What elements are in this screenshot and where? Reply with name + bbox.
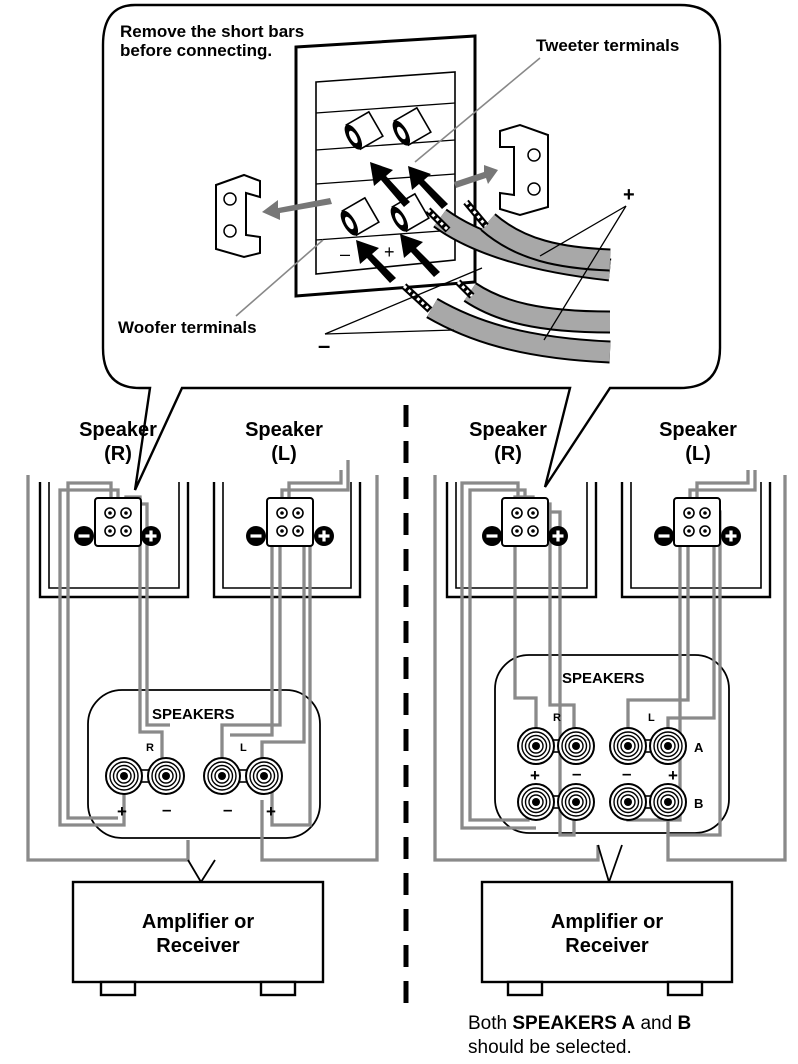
amp-terminal-la-minus	[609, 727, 647, 765]
speaker-name: Speaker	[659, 419, 737, 441]
amp-terminal-l-plus	[245, 757, 283, 795]
insert-arrows	[356, 162, 448, 283]
amp-terminal-lb-minus	[609, 783, 647, 821]
note-line2: should be selected.	[468, 1037, 632, 1058]
right-channel-l: L	[648, 712, 655, 724]
plus-icon	[141, 526, 161, 546]
right-row-a: A	[694, 740, 704, 755]
left-r-minus: –	[162, 800, 172, 819]
right-setup	[433, 470, 787, 997]
tweeter-terminals	[344, 106, 432, 151]
left-panel-title: SPEAKERS	[152, 706, 235, 723]
speaker-r-terminal-plate	[501, 497, 549, 547]
note-part2: and	[640, 1013, 673, 1034]
minus-icon	[246, 526, 266, 546]
amp-line2: Receiver	[565, 935, 649, 957]
amp-terminal-rb-minus	[557, 783, 595, 821]
panel-plus-mark: +	[384, 242, 395, 262]
left-channel-l: L	[240, 742, 247, 754]
amp-line1: Amplifier or	[550, 911, 664, 933]
speaker-name: Speaker	[79, 419, 157, 441]
amp-line2: Receiver	[156, 935, 240, 957]
right-r-plus: +	[530, 766, 540, 785]
left-amplifier-label: Amplifier or Receiver	[103, 910, 293, 958]
note-part1: Both	[468, 1013, 508, 1034]
speaker-side: (L)	[685, 443, 711, 465]
amp-terminal-lb-plus	[649, 783, 687, 821]
plus-icon	[548, 526, 568, 546]
right-l-plus: +	[668, 766, 678, 785]
minus-icon	[482, 526, 502, 546]
panel-minus-mark: –	[340, 244, 350, 264]
left-speaker-l-label: Speaker (L)	[224, 418, 344, 466]
speaker-name: Speaker	[469, 419, 547, 441]
tweeter-terminals-label: Tweeter terminals	[536, 36, 680, 55]
left-setup	[26, 460, 379, 997]
left-r-plus: +	[117, 802, 127, 821]
remove-arrow-right	[454, 165, 498, 188]
selection-note: Both SPEAKERS A and B should be selected…	[468, 1012, 691, 1060]
speaker-r-terminal-plate	[94, 497, 142, 547]
label-leaders	[235, 57, 541, 317]
right-speaker-r-label: Speaker (R)	[448, 418, 568, 466]
short-bar-right	[499, 123, 549, 217]
woofer-terminals-label: Woofer terminals	[118, 318, 257, 337]
right-channel-r: R	[553, 712, 561, 724]
speaker-side: (L)	[271, 443, 297, 465]
remove-arrow-left	[262, 198, 332, 220]
amp-line1: Amplifier or	[141, 911, 255, 933]
short-bar-left	[215, 173, 261, 259]
left-channel-r: R	[146, 742, 154, 754]
speaker-name: Speaker	[245, 419, 323, 441]
speaker-cables	[401, 199, 612, 364]
amp-terminal-ra-plus	[517, 727, 555, 765]
amp-terminal-r-plus	[105, 757, 143, 795]
amp-terminal-ra-minus	[557, 727, 595, 765]
left-l-minus: –	[223, 800, 233, 819]
speaker-side: (R)	[494, 443, 522, 465]
right-row-b: B	[694, 796, 704, 811]
right-speaker-l-label: Speaker (L)	[638, 418, 758, 466]
right-amplifier-label: Amplifier or Receiver	[512, 910, 702, 958]
speaker-side: (R)	[104, 443, 132, 465]
minus-polarity-label: –	[318, 333, 331, 358]
amp-terminal-la-plus	[649, 727, 687, 765]
right-r-minus: –	[572, 764, 582, 783]
amp-terminal-rb-plus	[517, 783, 555, 821]
amp-terminal-r-minus	[147, 757, 185, 795]
minus-icon	[654, 526, 674, 546]
minus-icon	[74, 526, 94, 546]
plus-icon	[314, 526, 334, 546]
plus-polarity-label: +	[623, 184, 635, 206]
right-panel-title: SPEAKERS	[562, 670, 645, 687]
right-l-minus: –	[622, 764, 632, 783]
note-line1: Both SPEAKERS A and B	[468, 1012, 691, 1036]
speaker-l-terminal-plate	[266, 497, 314, 547]
amp-terminal-l-minus	[203, 757, 241, 795]
plus-icon	[721, 526, 741, 546]
note-bold1: SPEAKERS A	[512, 1013, 636, 1034]
left-speaker-r-label: Speaker (R)	[58, 418, 178, 466]
remove-bars-instruction: Remove the short bars before connecting.	[120, 22, 305, 60]
polarity-leaders	[324, 205, 627, 341]
speaker-l-terminal-plate	[673, 497, 721, 547]
left-l-plus: +	[266, 802, 276, 821]
note-bold2: B	[677, 1013, 692, 1034]
